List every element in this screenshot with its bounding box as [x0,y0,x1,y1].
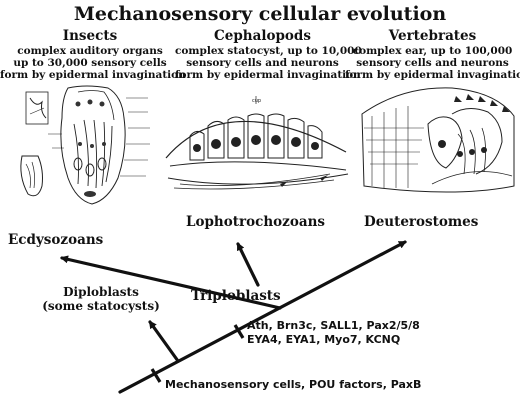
diploblasts-branch [148,320,180,363]
upper-markers-annotation: Ath, Brn3c, SALL1, Pax2/5/8 EYA4, EYA1, … [247,319,420,347]
cephalopods-caption-line-2: sensory cells and neurons [186,57,339,69]
insects-caption: complex auditory organs up to 30,000 sen… [0,45,186,81]
figure-title: Mechanosensory cellular evolution [73,3,447,25]
insects-caption-line-1: complex auditory organs [17,45,163,57]
insects-heading: Insects [62,28,118,44]
vertebrates-caption-line-3: form by epidermal invagination [345,69,520,81]
upper-markers-line-1: Ath, Brn3c, SALL1, Pax2/5/8 [247,319,420,332]
cephalopods-heading: Cephalopods [214,28,311,44]
vertebrate-ear-illustration [361,87,515,193]
insects-caption-line-3: form by epidermal invagination [0,69,186,81]
upper-markers-line-2: EYA4, EYA1, Myo7, KCNQ [247,333,401,346]
deuterostomes-label: Deuterostomes [364,214,479,230]
vertebrates-caption: complex ear, up to 100,000 sensory cells… [345,45,520,81]
lophotrochozoans-label: Lophotrochozoans [186,214,325,230]
diploblasts-label: Diploblasts (some statocysts) [26,285,176,313]
vertebrates-caption-line-2: sensory cells and neurons [356,57,509,69]
insect-auditory-organ-illustration [20,85,150,205]
ecdysozoans-label: Ecdysozoans [8,232,104,248]
base-markers-annotation: Mechanosensory cells, POU factors, PaxB [165,378,422,391]
cephalopods-caption: complex statocyst, up to 10,000 sensory … [175,45,362,81]
trunk-branch [118,240,407,394]
svg-text:cup: cup [252,98,261,104]
cephalopods-caption-line-3: form by epidermal invagination [175,69,361,81]
ecdysozoans-branch [60,255,282,310]
triploblasts-label: Triploblasts [191,288,281,304]
vertebrates-heading: Vertebrates [388,28,477,44]
insects-caption-line-2: up to 30,000 sensory cells [13,57,167,69]
lophotrochozoans-branch [236,242,260,287]
base-marker-tick [150,368,162,383]
diploblasts-label-line-2: (some statocysts) [42,299,160,313]
upper-marker-tick [233,324,245,339]
diploblasts-label-line-1: Diploblasts [63,285,139,299]
cephalopods-caption-line-1: complex statocyst, up to 10,000 [175,45,362,57]
cephalopod-statocyst-illustration: cup [165,96,349,190]
vertebrates-caption-line-1: complex ear, up to 100,000 [352,45,513,57]
